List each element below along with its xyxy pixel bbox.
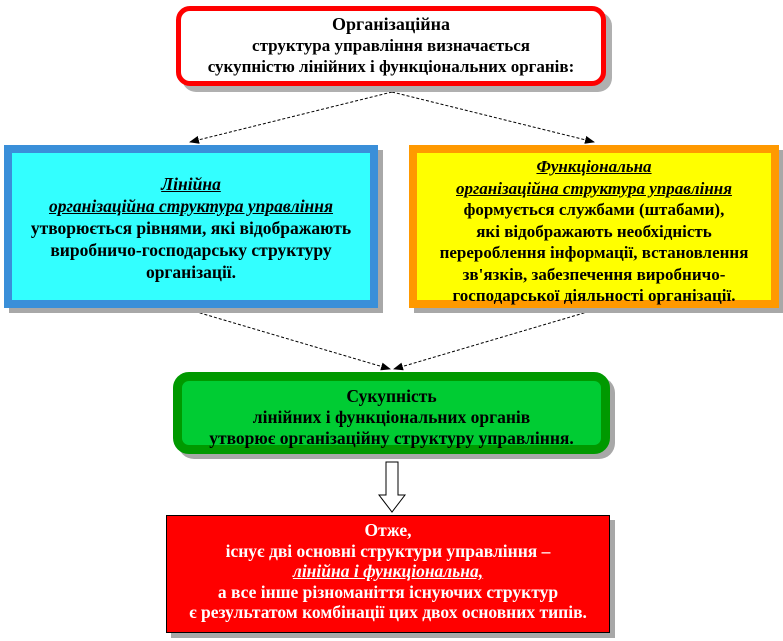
conclusion-line-4: а все інше різноманіття існуючих структу… bbox=[217, 581, 559, 602]
block-arrow-middle-to-bottom bbox=[377, 461, 407, 513]
middle-box-line-2: лінійних і функціональних органів bbox=[252, 407, 531, 427]
conclusion-line-3: лінійна і функціональна, bbox=[292, 561, 484, 581]
linear-body-line-2: виробничо-господарську структуру bbox=[50, 240, 332, 260]
organizational-structure-definition-box: Організаційна структура управління визна… bbox=[176, 6, 606, 86]
linear-subtitle: організаційна структура управління bbox=[48, 196, 334, 216]
functional-body-line-3: перероблення інформації, встановлення bbox=[439, 243, 749, 262]
top-box-line-1: Організаційна bbox=[332, 14, 450, 34]
linear-structure-box: Лінійна організаційна структура управлін… bbox=[4, 145, 378, 308]
arrow-right-to-middle bbox=[393, 309, 595, 371]
functional-body-line-5: господарської діяльності організації. bbox=[452, 286, 736, 305]
middle-box-line-3: утворює організаційну структуру управлін… bbox=[209, 428, 574, 448]
top-box-line-2: структура управління визначається bbox=[252, 36, 530, 55]
functional-subtitle: організаційна структура управління bbox=[456, 178, 732, 198]
conclusion-box: Отже, існує дві основні структури управл… bbox=[166, 515, 610, 633]
linear-body-line-3: організації. bbox=[145, 262, 237, 282]
linear-title: Лінійна bbox=[161, 174, 221, 194]
combined-structure-box: Сукупність лінійних і функціональних орг… bbox=[173, 372, 610, 454]
middle-box-line-1: Сукупність bbox=[346, 386, 437, 406]
conclusion-line-1: Отже, bbox=[364, 520, 412, 540]
functional-body-line-4: зв'язків, забезпечення виробничо- bbox=[462, 264, 726, 284]
functional-body-line-1: формується службами (штабами), bbox=[463, 200, 725, 219]
conclusion-line-2: існує дві основні структури управління – bbox=[225, 540, 551, 561]
arrow-top-to-left bbox=[189, 91, 393, 144]
conclusion-line-5: є результатом комбінації цих двох основн… bbox=[189, 602, 587, 622]
arrow-left-to-middle bbox=[189, 309, 391, 371]
linear-body-line-1: утворюється рівнями, які відображають bbox=[30, 218, 352, 238]
functional-structure-box: Функціональна організаційна структура уп… bbox=[409, 145, 779, 308]
top-box-line-3: сукупністю лінійних і функціональних орг… bbox=[207, 57, 575, 76]
functional-title: Функціональна bbox=[536, 157, 652, 176]
arrow-top-to-right bbox=[391, 91, 595, 144]
functional-body-line-2: які відображають необхідність bbox=[476, 221, 712, 241]
